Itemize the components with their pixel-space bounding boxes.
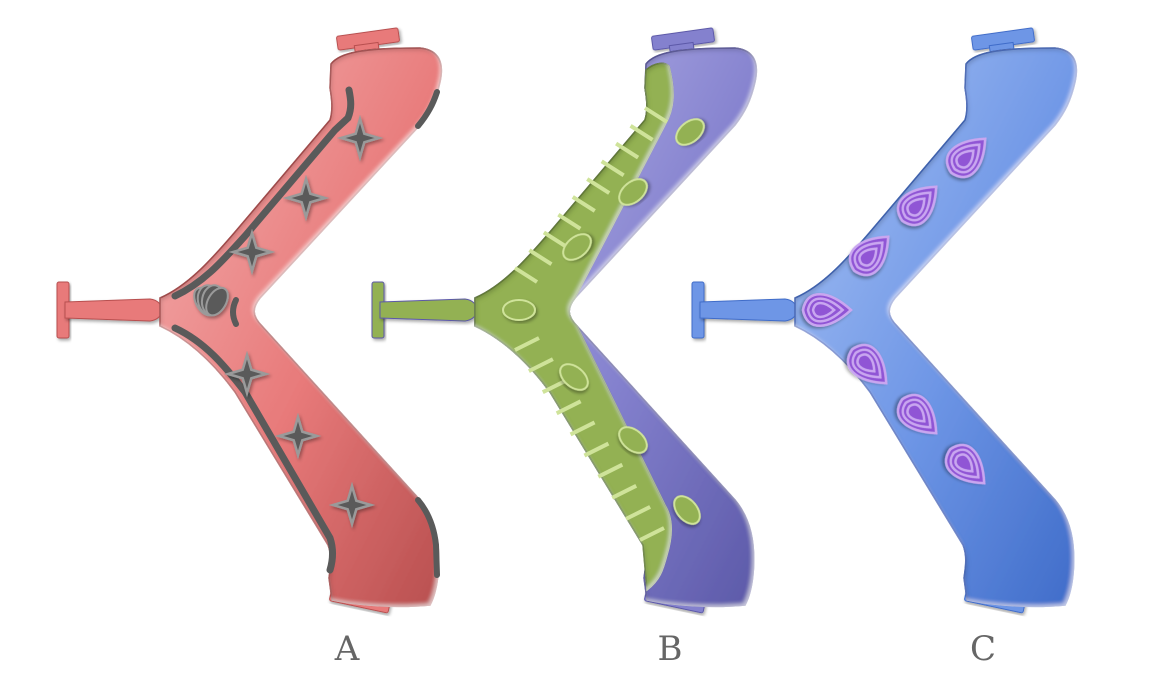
- ellipse-marker-2: [618, 178, 648, 206]
- rib-lower: [597, 462, 624, 479]
- rib-upper: [586, 177, 611, 195]
- teardrop-marker-4: [801, 293, 853, 327]
- teardrop-marker-1: [945, 137, 987, 179]
- rib-lower: [583, 441, 610, 458]
- coil-ring: [811, 301, 837, 319]
- stem-shaft: [64, 298, 163, 322]
- rib-upper: [615, 141, 640, 160]
- rib-upper: [629, 124, 654, 142]
- rib-lower: [527, 357, 554, 373]
- coil-ring: [906, 403, 926, 423]
- panel-label-a: A: [334, 629, 360, 669]
- panel-b: B: [371, 27, 758, 669]
- coil-ring: [801, 293, 853, 327]
- ellipse-marker-4: [502, 299, 536, 321]
- star-marker-6: [328, 481, 376, 529]
- rib-lower: [639, 526, 665, 542]
- rib-lower: [541, 378, 568, 395]
- upper-outer-groove: [171, 86, 355, 300]
- ellipse-marker-1: [675, 118, 705, 146]
- fan-lobe: [205, 286, 229, 317]
- coil-ring: [848, 235, 890, 277]
- rib-upper: [571, 195, 596, 213]
- chevron-body: [794, 47, 1078, 608]
- upper-tip-groove: [415, 89, 440, 129]
- ellipse-marker-7: [673, 495, 701, 525]
- star-marker-2: [282, 174, 330, 222]
- ellipse-marker-3: [562, 233, 592, 261]
- rib-upper: [600, 159, 625, 178]
- fan-ridges-marker: [193, 284, 229, 317]
- stem-shaft: [699, 298, 798, 322]
- coil-ring: [856, 353, 876, 373]
- teardrop-marker-2: [896, 185, 938, 227]
- rib-lower: [555, 399, 582, 416]
- teardrop-chain: [801, 137, 987, 485]
- rib-lower: [514, 336, 540, 352]
- ellipse-marker-5: [559, 363, 589, 391]
- coil-ring: [954, 453, 974, 473]
- panel-a: A: [56, 27, 443, 669]
- coil-ring: [858, 247, 878, 267]
- star-marker-3: [228, 228, 276, 276]
- coil-ring: [901, 398, 932, 429]
- stem-shaft: [379, 298, 478, 322]
- coil-ring: [806, 297, 845, 323]
- rib-lower: [611, 483, 638, 500]
- ellipse-marker-6: [618, 426, 648, 454]
- panel-label-b: B: [658, 629, 683, 669]
- coil-ring: [906, 197, 926, 217]
- star-marker-5: [274, 412, 322, 460]
- coil-ring: [944, 443, 986, 485]
- lower-outer-groove: [171, 324, 337, 574]
- teardrop-marker-7: [944, 443, 986, 485]
- coil-ring: [853, 241, 884, 272]
- rib-upper: [528, 248, 553, 266]
- star-marker-1: [336, 114, 384, 162]
- coil-ring: [896, 185, 938, 227]
- rib-upper: [542, 230, 567, 249]
- rib-upper: [643, 106, 669, 124]
- teardrop-marker-5: [846, 343, 888, 385]
- rib-lower: [625, 505, 652, 521]
- inner-notch-groove: [230, 297, 239, 327]
- coil-ring: [945, 137, 987, 179]
- coil-ring: [955, 149, 975, 169]
- coil-ring: [949, 448, 980, 479]
- teardrop-marker-6: [896, 393, 938, 435]
- panel-label-c: C: [970, 629, 996, 669]
- rib-lower: [569, 420, 596, 437]
- chevron-body: [159, 47, 443, 608]
- coil-ring: [846, 343, 888, 385]
- coil-ring: [901, 191, 932, 222]
- star-marker-4: [223, 350, 271, 398]
- rib-upper: [557, 212, 582, 231]
- coil-ring: [950, 143, 981, 174]
- teardrop-marker-3: [848, 235, 890, 277]
- rib-upper: [513, 266, 539, 284]
- coil-ring: [851, 348, 882, 379]
- coil-ring: [896, 393, 938, 435]
- lower-tip-groove: [415, 497, 440, 578]
- panel-c: C: [691, 27, 1078, 669]
